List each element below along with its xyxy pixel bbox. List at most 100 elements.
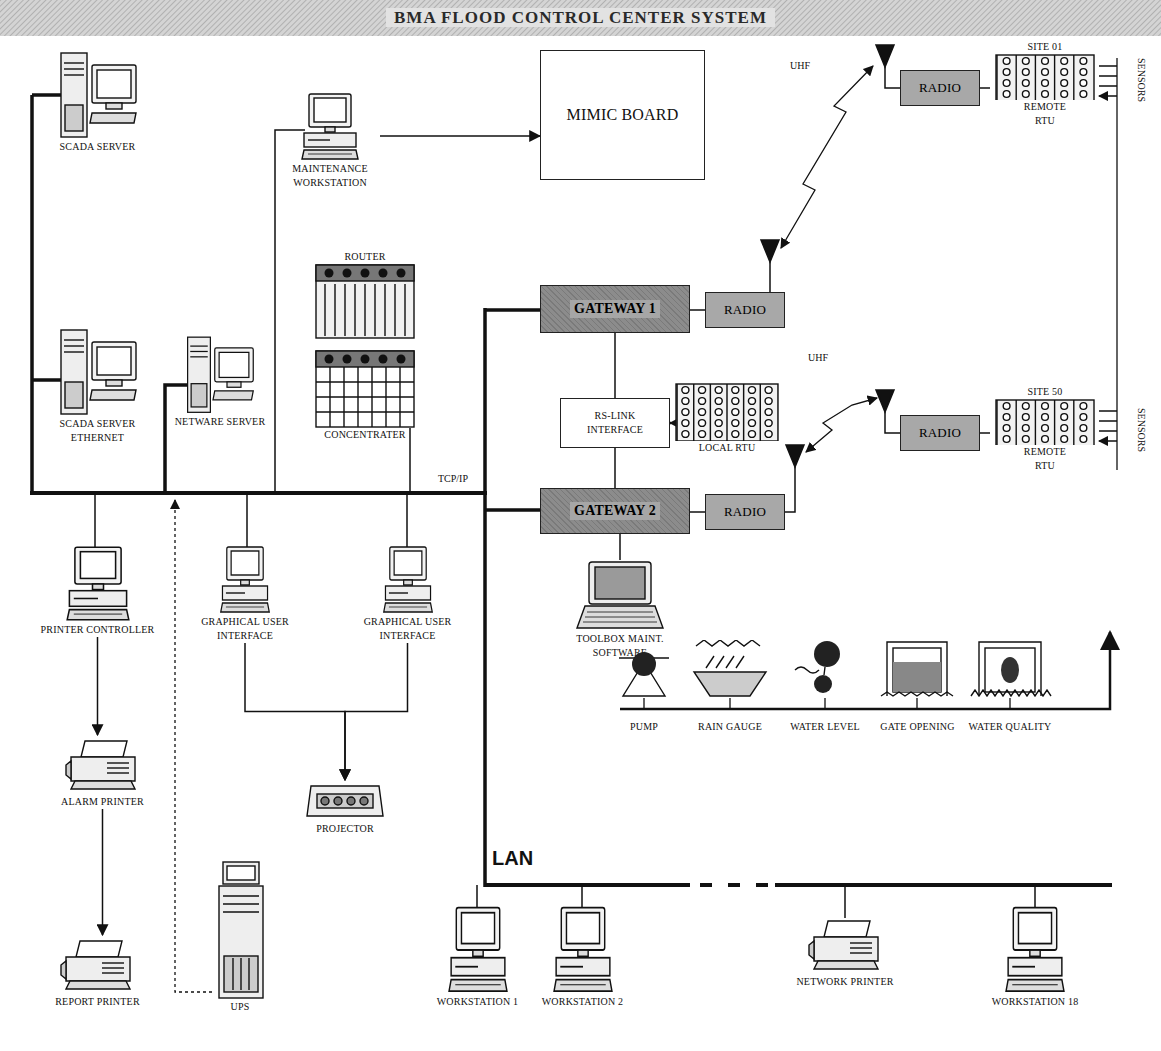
device-node: TOOLBOX MAINT. SOFTWARE (550, 560, 690, 660)
antennas-part (785, 467, 795, 512)
device-node: NETWORK PRINTER (780, 915, 910, 989)
laptop-icon-part (595, 567, 645, 599)
server-icon-part (92, 65, 136, 103)
quality-icon-part (985, 648, 1035, 692)
device-node: SCADA SERVER (40, 45, 155, 154)
grid4-icon-part (1022, 69, 1029, 76)
diagram-label: UHF (790, 60, 810, 72)
interface-box: RS-LINK INTERFACE (560, 398, 670, 448)
grid5-icon-part (748, 398, 755, 405)
monitor-icon-part (554, 980, 612, 992)
ups-icon-part (240, 958, 241, 990)
device-node: CONCENTRATER (310, 350, 420, 442)
monitor-icon-part (73, 598, 97, 600)
device-node: WORKSTATION 18 (985, 905, 1085, 1009)
connector-line (345, 643, 408, 780)
grid4-icon-part (1035, 400, 1036, 445)
server-icon-part (219, 352, 249, 377)
ups-icon-part (224, 956, 258, 992)
grid5-icon-part (682, 398, 689, 405)
diagram-label: LAN (492, 846, 533, 870)
monitor-icon-part (451, 958, 505, 976)
grid5-icon-part (699, 431, 706, 438)
rain-icon-part (706, 656, 744, 668)
monitor-icon-part (69, 591, 126, 607)
pump-icon (619, 640, 669, 698)
proj-icon-part (317, 794, 373, 808)
grid5-icon-part (715, 398, 722, 405)
monitor-icon (552, 905, 614, 995)
conc-icon-part (316, 367, 414, 427)
level-icon (785, 640, 865, 698)
proj-icon-part (360, 797, 368, 805)
grid5-icon-part (682, 431, 689, 438)
ethernet-bus-part (165, 385, 190, 493)
grid5-icon-part (765, 431, 772, 438)
node-label: GATE OPENING (880, 720, 954, 734)
connector-line (380, 135, 540, 137)
antennas-part (885, 412, 900, 433)
monitor-icon-part (241, 580, 250, 585)
node-label: SCADA SERVER ETHERNET (40, 417, 155, 445)
monitor-icon (447, 905, 509, 995)
node-label: RADIO (724, 504, 766, 520)
device-node: UPS (195, 860, 285, 1014)
monitor-icon-part (472, 950, 482, 956)
connector-line (97, 637, 99, 735)
server-icon-part (190, 351, 208, 352)
ups-feed-part (175, 500, 212, 992)
grid5-icon-part (765, 387, 772, 394)
node-label: LOCAL RTU (699, 441, 756, 455)
antennas-part (761, 240, 779, 262)
monitor-icon-part (80, 552, 115, 579)
conc-icon-part (316, 351, 414, 427)
server-icon-part (106, 103, 122, 109)
rtu-node: SITE 50REMOTE RTU (990, 385, 1100, 473)
connector-line (690, 309, 705, 311)
node-label: WORKSTATION 2 (542, 995, 624, 1009)
printer-icon-part (814, 937, 878, 961)
proj-icon-part (307, 786, 383, 816)
grid5-icon-part (715, 431, 722, 438)
grid5-icon-part (693, 384, 694, 441)
antennas-part (876, 390, 894, 412)
node-label: SITE 50 (1027, 385, 1062, 399)
laptop-icon-part (589, 562, 651, 604)
server-icon-part (90, 113, 136, 123)
monitor-icon-part (226, 607, 264, 608)
sensor-node: GATE OPENING (875, 640, 960, 734)
level-icon-part (824, 667, 825, 675)
connector-line (102, 809, 104, 935)
monitor-icon-part (1030, 950, 1040, 956)
rain-icon (690, 640, 770, 698)
level-icon-part (814, 641, 840, 667)
ethernet-bus (30, 95, 540, 887)
server-icon-part (90, 390, 136, 400)
grid4-icon-part (1003, 80, 1010, 87)
monitor-icon-part (1012, 984, 1057, 985)
server-icon (58, 322, 138, 417)
monitor-icon-part (389, 547, 425, 580)
grid4-icon-part (1003, 425, 1010, 432)
quality-icon-part (971, 690, 1051, 696)
grid4-icon-part (1003, 414, 1010, 421)
grid5-icon-part (699, 398, 706, 405)
monitor-icon-part (325, 127, 335, 132)
diagram-label: SENSORS (1135, 408, 1147, 452)
server-icon-part (65, 105, 83, 131)
rack-node: ROUTER (310, 250, 420, 339)
device-node: LOCAL RTU (672, 383, 782, 455)
grid4-icon-part (1022, 403, 1029, 410)
grid4-icon-part (1080, 80, 1087, 87)
server-icon-part (188, 337, 211, 412)
connector-line (980, 87, 990, 89)
router-icon-part (316, 265, 414, 338)
monitor-icon (65, 545, 131, 623)
router-icon-part (343, 269, 352, 278)
printer-icon-part (107, 772, 129, 773)
node-label: MIMIC BOARD (567, 105, 679, 125)
grid4-icon-part (1054, 55, 1055, 100)
server-icon-part (65, 382, 83, 408)
sensor-node: WATER QUALITY (965, 640, 1055, 734)
router-icon-part (379, 269, 388, 278)
